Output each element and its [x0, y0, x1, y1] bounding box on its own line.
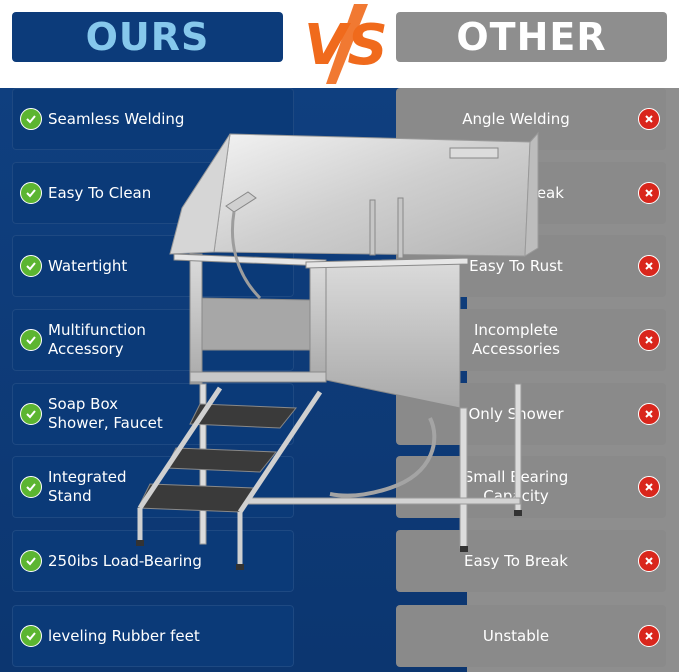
cross-icon [638, 182, 660, 204]
ours-label: Watertight [48, 256, 128, 275]
ours-label: Integrated Stand [48, 468, 127, 505]
cross-icon [638, 108, 660, 130]
ours-header: OURS [12, 12, 283, 62]
ours-label: Soap Box Shower, Faucet [48, 395, 163, 432]
other-label: Easy To Break [464, 551, 568, 570]
cross-icon [638, 403, 660, 425]
other-label: Unstable [482, 626, 550, 645]
check-icon [20, 329, 42, 351]
other-row: Unstable [396, 605, 666, 667]
ours-label: Seamless Welding [48, 109, 185, 128]
vs-slash [326, 4, 368, 84]
vs-logo: VS [304, 4, 386, 84]
ours-label: 250ibs Load-Bearing [48, 551, 202, 570]
ours-label: Easy To Clean [48, 183, 152, 202]
cross-icon [638, 329, 660, 351]
check-icon [20, 550, 42, 572]
check-icon [20, 255, 42, 277]
cross-icon [638, 255, 660, 277]
other-label: Angle Welding [462, 109, 570, 128]
ours-row: 250ibs Load-Bearing [12, 530, 294, 592]
other-header: OTHER [396, 12, 667, 62]
other-label: Easy To Rust [469, 256, 563, 275]
check-icon [20, 476, 42, 498]
grooming-tub-image [136, 131, 539, 570]
cross-icon [638, 550, 660, 572]
other-label: Only Shower [468, 404, 564, 423]
other-label: Incomplete Accessories [472, 321, 560, 358]
cross-icon [638, 625, 660, 647]
cross-icon [638, 476, 660, 498]
other-row: Small Bearing Capacity [396, 456, 666, 518]
check-icon [20, 403, 42, 425]
check-icon [20, 182, 42, 204]
other-row: Easy To Break [396, 530, 666, 592]
check-icon [20, 108, 42, 130]
ours-label: Multifunction Accessory [48, 321, 146, 358]
ours-label: leveling Rubber feet [48, 626, 200, 645]
ours-row: leveling Rubber feet [12, 605, 294, 667]
check-icon [20, 625, 42, 647]
